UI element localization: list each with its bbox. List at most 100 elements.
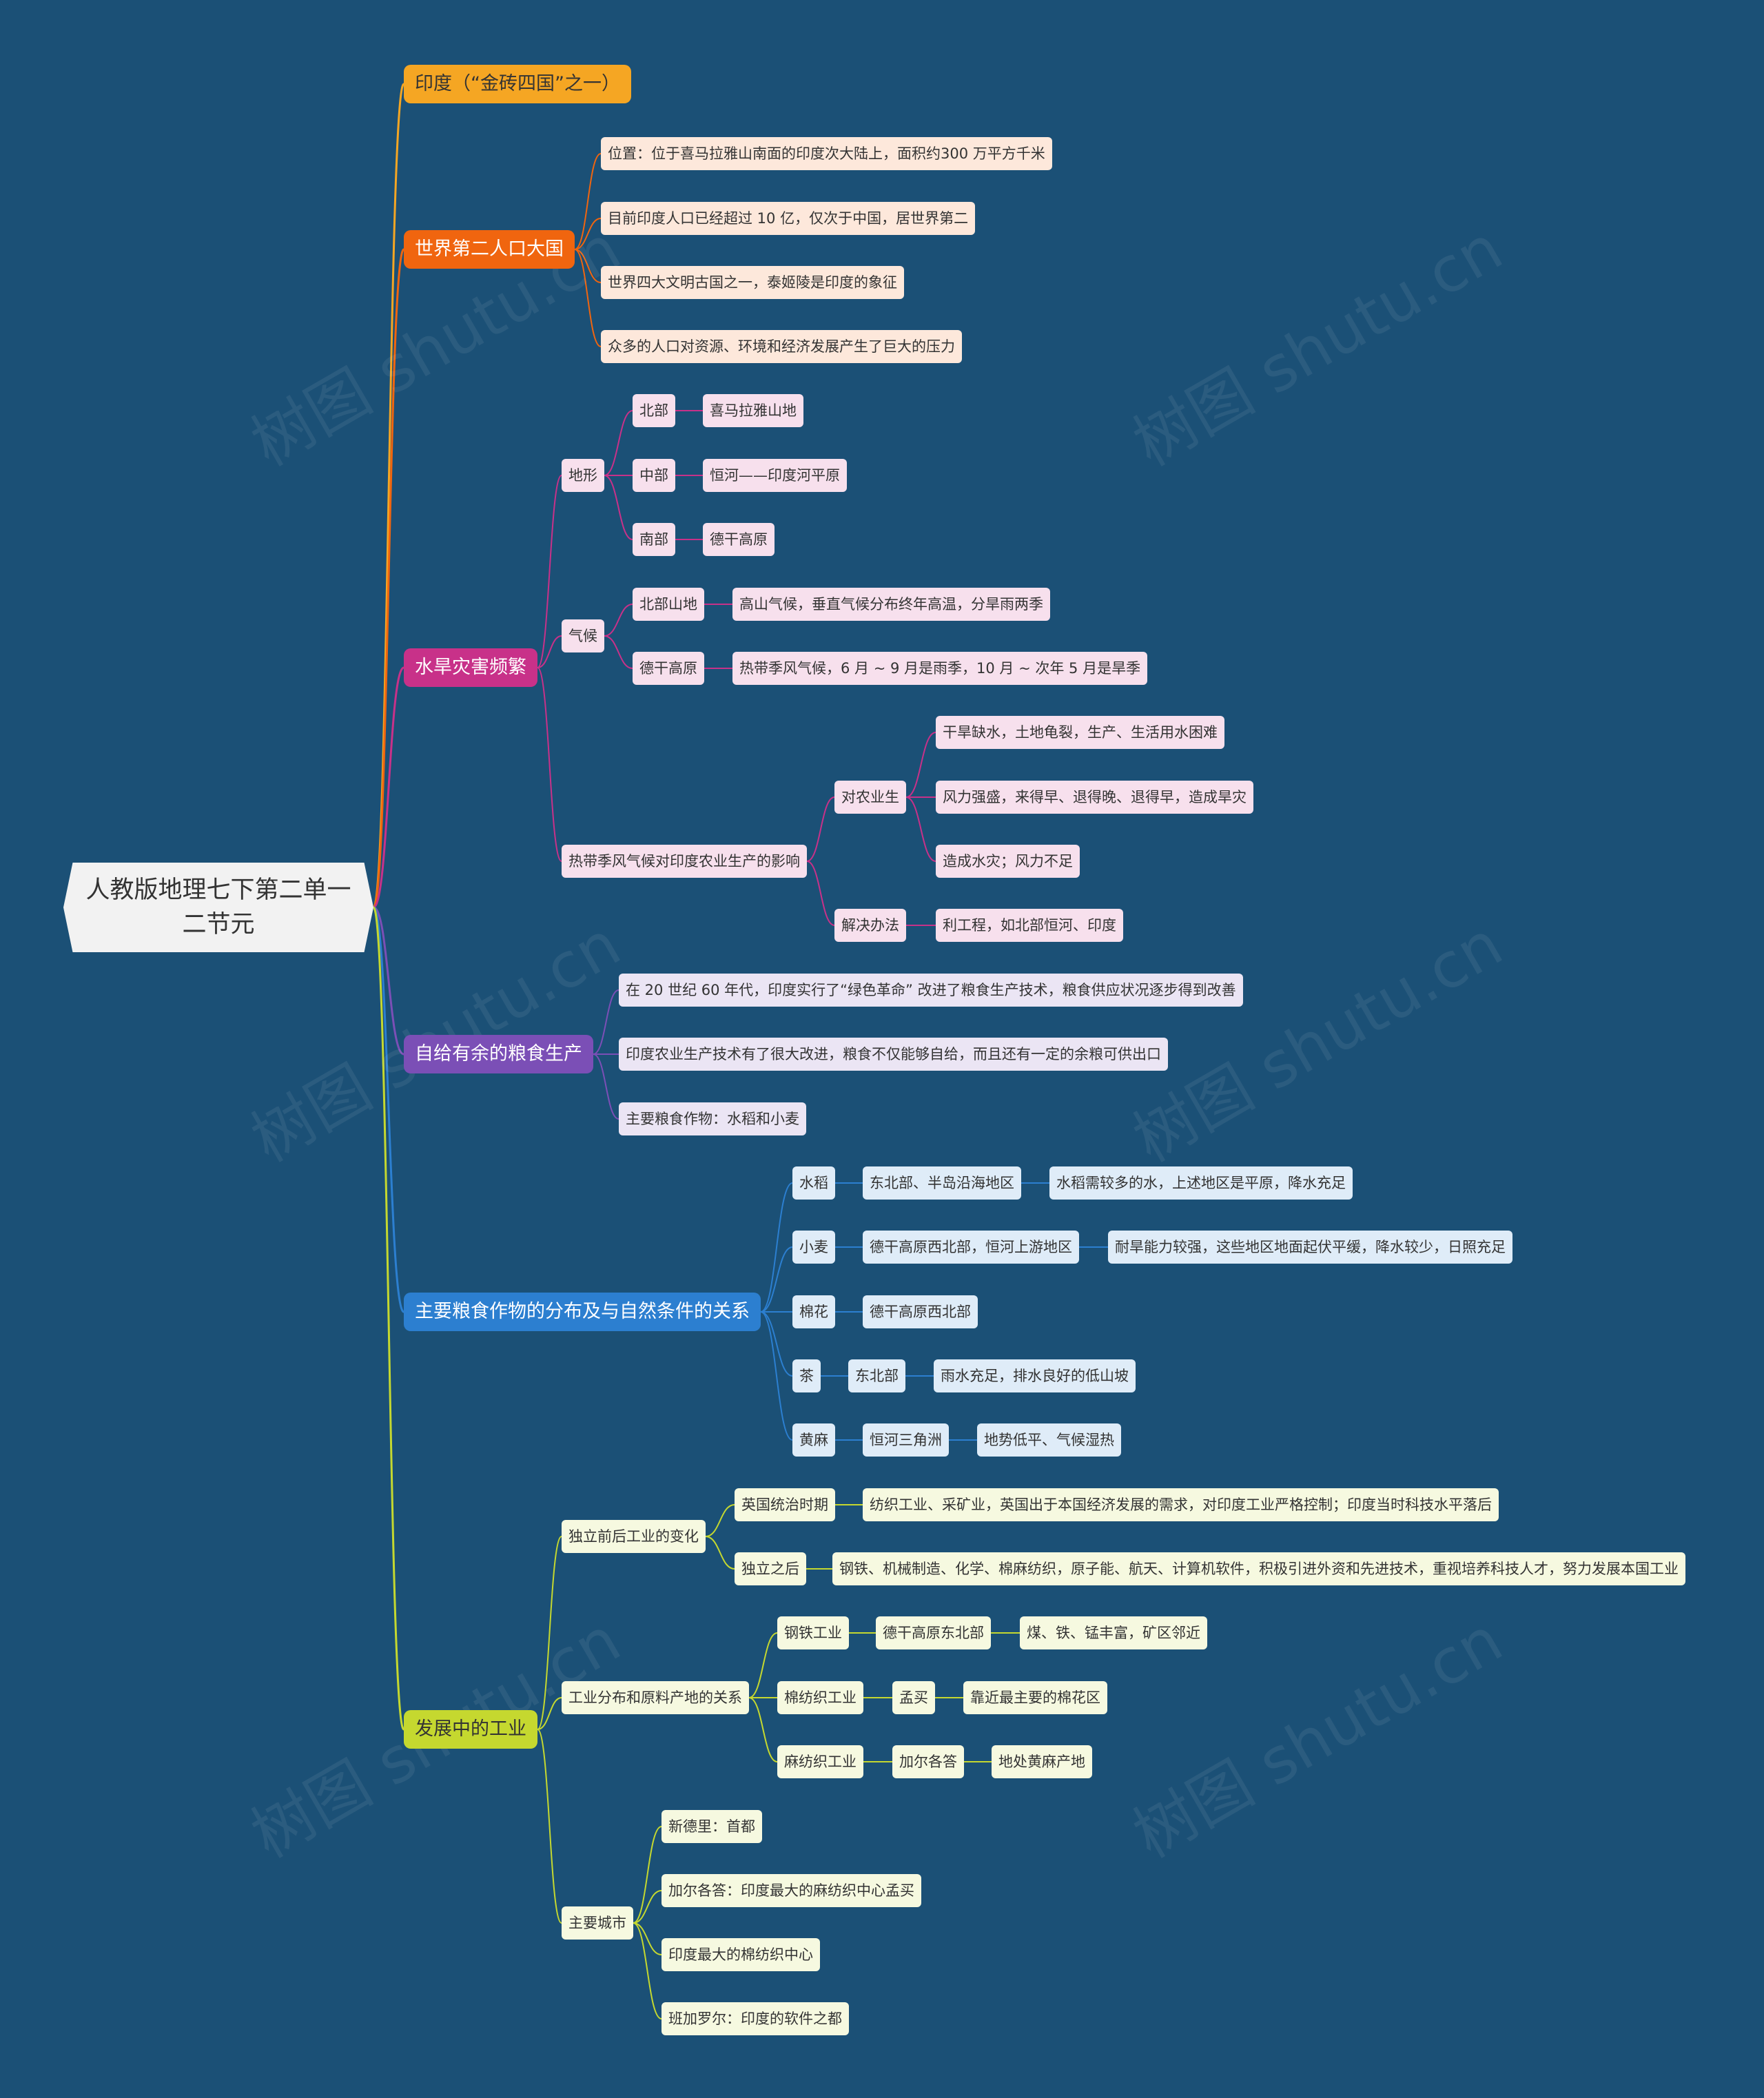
- connector-line: [372, 248, 405, 909]
- industry-cotton-reason[interactable]: 靠近最主要的棉花区: [963, 1681, 1107, 1714]
- terrain-middle-value[interactable]: 恒河——印度河平原: [703, 459, 847, 492]
- connector-line: [806, 861, 835, 926]
- climate-deccan[interactable]: 德干高原: [633, 652, 704, 685]
- crop-rice-region[interactable]: 东北部、半岛沿海地区: [863, 1166, 1021, 1200]
- impact-agriculture[interactable]: 对农业生: [834, 781, 906, 814]
- climate-node[interactable]: 气候: [562, 619, 604, 652]
- terrain-south-value[interactable]: 德干高原: [703, 523, 775, 556]
- crop-tea-region[interactable]: 东北部: [848, 1359, 905, 1392]
- industry-colonial[interactable]: 英国统治时期: [735, 1488, 835, 1521]
- industry-change[interactable]: 独立前后工业的变化: [562, 1520, 706, 1553]
- industry-jute-reason[interactable]: 地处黄麻产地: [992, 1745, 1092, 1778]
- population-civilization[interactable]: 世界四大文明古国之一，泰姬陵是印度的象征: [601, 266, 904, 299]
- industry-steel[interactable]: 钢铁工业: [777, 1616, 849, 1649]
- city-mumbai[interactable]: 印度最大的棉纺织中心: [662, 1938, 820, 1971]
- industry-steel-reason[interactable]: 煤、铁、锰丰富，矿区邻近: [1020, 1616, 1207, 1649]
- connector-line: [604, 475, 633, 540]
- climate-north-mountain[interactable]: 北部山地: [633, 588, 704, 621]
- impact-drought[interactable]: 干旱缺水，土地龟裂，生产、生活用水困难: [936, 716, 1224, 749]
- branch-food[interactable]: 自给有余的粮食生产: [404, 1035, 593, 1073]
- industry-independence[interactable]: 独立之后: [735, 1552, 806, 1585]
- population-location[interactable]: 位置：位于喜马拉雅山南面的印度次大陆上，面积约300 万平方千米: [601, 137, 1052, 170]
- crop-cotton[interactable]: 棉花: [792, 1295, 835, 1328]
- connector-line: [537, 635, 562, 668]
- connector-line: [705, 1504, 735, 1537]
- terrain-south[interactable]: 南部: [633, 523, 675, 556]
- connector-line: [537, 1729, 562, 1924]
- crop-jute[interactable]: 黄麻: [792, 1423, 835, 1457]
- connector-line: [372, 906, 405, 1731]
- crop-wheat-region[interactable]: 德干高原西北部，恒河上游地区: [863, 1231, 1079, 1264]
- connector-line: [760, 1246, 793, 1313]
- connector-line: [705, 1536, 735, 1570]
- food-export[interactable]: 印度农业生产技术有了很大改进，粮食不仅能够自给，而且还有一定的余粮可供出口: [619, 1038, 1168, 1071]
- main-cities[interactable]: 主要城市: [562, 1906, 633, 1940]
- crop-tea[interactable]: 茶: [792, 1359, 821, 1392]
- connector-line: [593, 989, 619, 1055]
- connector-line: [633, 1922, 662, 1955]
- branch-disasters[interactable]: 水旱灾害频繁: [404, 648, 537, 687]
- monsoon-impact[interactable]: 热带季风气候对印度农业生产的影响: [562, 845, 807, 878]
- connector-line: [372, 906, 405, 1313]
- industry-cotton-city[interactable]: 孟买: [892, 1681, 935, 1714]
- food-main-crops[interactable]: 主要粮食作物：水稻和小麦: [619, 1102, 806, 1135]
- terrain-node[interactable]: 地形: [562, 459, 604, 492]
- connector-line: [537, 667, 562, 862]
- connector-line: [760, 1311, 793, 1441]
- crop-rice[interactable]: 水稻: [792, 1166, 835, 1200]
- city-bangalore[interactable]: 班加罗尔：印度的软件之都: [662, 2002, 849, 2035]
- connector-line: [633, 1890, 662, 1924]
- industry-jute-city[interactable]: 加尔各答: [892, 1745, 964, 1778]
- terrain-north-value[interactable]: 喜马拉雅山地: [703, 394, 803, 427]
- impact-wind[interactable]: 风力强盛，来得早、退得晚、退得早，造成旱灾: [936, 781, 1253, 814]
- connector-line: [372, 666, 405, 909]
- watermark: 树图 shutu.cn: [1121, 907, 1515, 1177]
- crop-cotton-region[interactable]: 德干高原西北部: [863, 1295, 978, 1328]
- connector-line: [748, 1632, 778, 1698]
- industry-distribution[interactable]: 工业分布和原料产地的关系: [562, 1681, 749, 1714]
- connector-line: [574, 153, 602, 250]
- branch-industry[interactable]: 发展中的工业: [404, 1710, 537, 1749]
- industry-colonial-detail[interactable]: 纺织工业、采矿业，英国出于本国经济发展的需求，对印度工业严格控制；印度当时科技水…: [863, 1488, 1499, 1521]
- crop-wheat-reason[interactable]: 耐旱能力较强，这些地区地面起伏平缓，降水较少，日照充足: [1108, 1231, 1512, 1264]
- industry-jute[interactable]: 麻纺织工业: [777, 1745, 863, 1778]
- crop-jute-reason[interactable]: 地势低平、气候湿热: [977, 1423, 1121, 1457]
- city-new-delhi[interactable]: 新德里：首都: [662, 1810, 762, 1843]
- climate-deccan-value[interactable]: 热带季风气候，6 月 ~ 9 月是雨季，10 月 ~ 次年 5 月是旱季: [732, 652, 1148, 685]
- crop-rice-reason[interactable]: 水稻需较多的水，上述地区是平原，降水充足: [1049, 1166, 1353, 1200]
- connector-line: [760, 1311, 793, 1377]
- root-topic[interactable]: 人教版地理七下第二单一二节元: [63, 863, 373, 952]
- watermark: 树图 shutu.cn: [1121, 212, 1515, 481]
- population-count[interactable]: 目前印度人口已经超过 10 亿，仅次于中国，居世界第二: [601, 202, 976, 235]
- population-pressure[interactable]: 众多的人口对资源、环境和经济发展产生了巨大的压力: [601, 330, 962, 363]
- terrain-middle[interactable]: 中部: [633, 459, 675, 492]
- branch-crops[interactable]: 主要粮食作物的分布及与自然条件的关系: [404, 1293, 761, 1331]
- connector-line: [574, 249, 602, 283]
- food-green-revolution[interactable]: 在 20 世纪 60 年代，印度实行了“绿色革命” 改进了粮食生产技术，粮食供应…: [619, 974, 1243, 1007]
- connector-line: [806, 796, 835, 862]
- climate-north-mountain-value[interactable]: 高山气候，垂直气候分布终年高温，分旱雨两季: [732, 588, 1050, 621]
- industry-steel-region[interactable]: 德干高原东北部: [876, 1616, 991, 1649]
- industry-cotton[interactable]: 棉纺织工业: [777, 1681, 863, 1714]
- branch-india[interactable]: 印度（“金砖四国”之一）: [404, 65, 631, 103]
- impact-solution-value[interactable]: 利工程，如北部恒河、印度: [936, 909, 1123, 942]
- connector-line: [574, 218, 602, 250]
- crop-jute-region[interactable]: 恒河三角洲: [863, 1423, 949, 1457]
- terrain-north[interactable]: 北部: [633, 394, 675, 427]
- connector-line: [574, 249, 602, 347]
- connector-line: [537, 1697, 562, 1730]
- connector-line: [593, 1053, 619, 1120]
- crop-wheat[interactable]: 小麦: [792, 1231, 835, 1264]
- impact-flood[interactable]: 造成水灾；风力不足: [936, 845, 1080, 878]
- crop-tea-reason[interactable]: 雨水充足，排水良好的低山坡: [934, 1359, 1136, 1392]
- impact-solution[interactable]: 解决办法: [834, 909, 906, 942]
- connector-line: [905, 796, 936, 862]
- industry-independence-detail[interactable]: 钢铁、机械制造、化学、棉麻纺织，原子能、航天、计算机软件，积极引进外资和先进技术…: [832, 1552, 1685, 1585]
- connector-line: [537, 475, 562, 668]
- connector-line: [633, 1922, 662, 2019]
- city-kolkata[interactable]: 加尔各答：印度最大的麻纺织中心孟买: [662, 1874, 921, 1907]
- connector-line: [760, 1182, 793, 1313]
- connector-line: [372, 83, 405, 909]
- branch-population[interactable]: 世界第二人口大国: [404, 230, 575, 269]
- connector-line: [604, 635, 633, 669]
